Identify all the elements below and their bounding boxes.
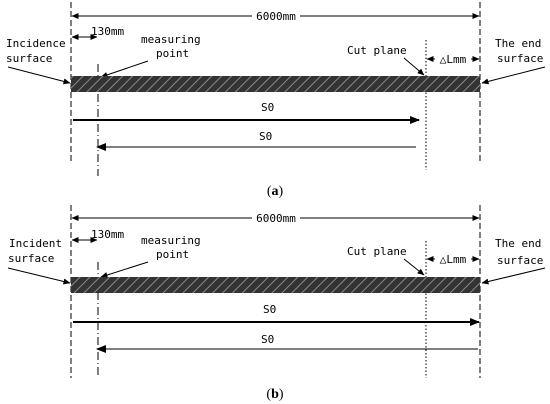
end-surface-label-line1: The end (495, 37, 541, 50)
forward-wave-label: S0 (263, 303, 276, 316)
end-surface-leader (481, 267, 546, 285)
incidence-surface-leader (7, 66, 71, 85)
cut-plane-leader (403, 57, 425, 76)
cut-plane-label: Cut plane (347, 245, 407, 258)
measuring-point-label-line2: point (156, 47, 189, 60)
reflected-wave-label: S0 (259, 130, 272, 143)
incidence-surface-label-line1: Incidence (6, 37, 66, 50)
length-label: 6000mm (256, 212, 296, 225)
measuring-point-leader (100, 261, 149, 278)
measuring-point-label-line1: measuring (141, 33, 201, 46)
caption-b: (b) (266, 387, 283, 402)
offset-label: 130mm (91, 228, 124, 241)
length-label: 6000mm (256, 10, 296, 23)
cut-plane-leader (403, 258, 425, 276)
end-surface-label-line1: The end (495, 237, 541, 250)
end-surface-label-line2: surface (497, 254, 543, 267)
end-surface-label-line2: surface (497, 52, 543, 65)
caption-a: (a) (267, 184, 284, 199)
measuring-point-label-line2: point (156, 248, 189, 261)
specimen-bar (71, 76, 480, 92)
forward-wave-label: S0 (261, 101, 274, 114)
end-surface-leader (481, 66, 546, 85)
specimen-bar (71, 277, 480, 293)
offset-label: 130mm (91, 25, 124, 38)
incident-surface-label-line2: surface (8, 252, 54, 265)
measuring-point-leader (100, 60, 149, 78)
incident-surface-leader (7, 267, 71, 285)
cut-plane-label: Cut plane (347, 44, 407, 57)
incidence-surface-label-line2: surface (6, 52, 52, 65)
reflected-wave-label: S0 (261, 333, 274, 346)
delta-label: △Lmm (440, 53, 467, 66)
incident-surface-label-line1: Incident (9, 237, 62, 250)
measuring-point-label-line1: measuring (141, 234, 201, 247)
panel-a: 6000mm 130mm Incidence surface measuring… (6, 2, 546, 199)
delta-label: △Lmm (440, 253, 467, 266)
panel-b: 6000mm 130mm Incident surface measuring … (7, 205, 546, 402)
